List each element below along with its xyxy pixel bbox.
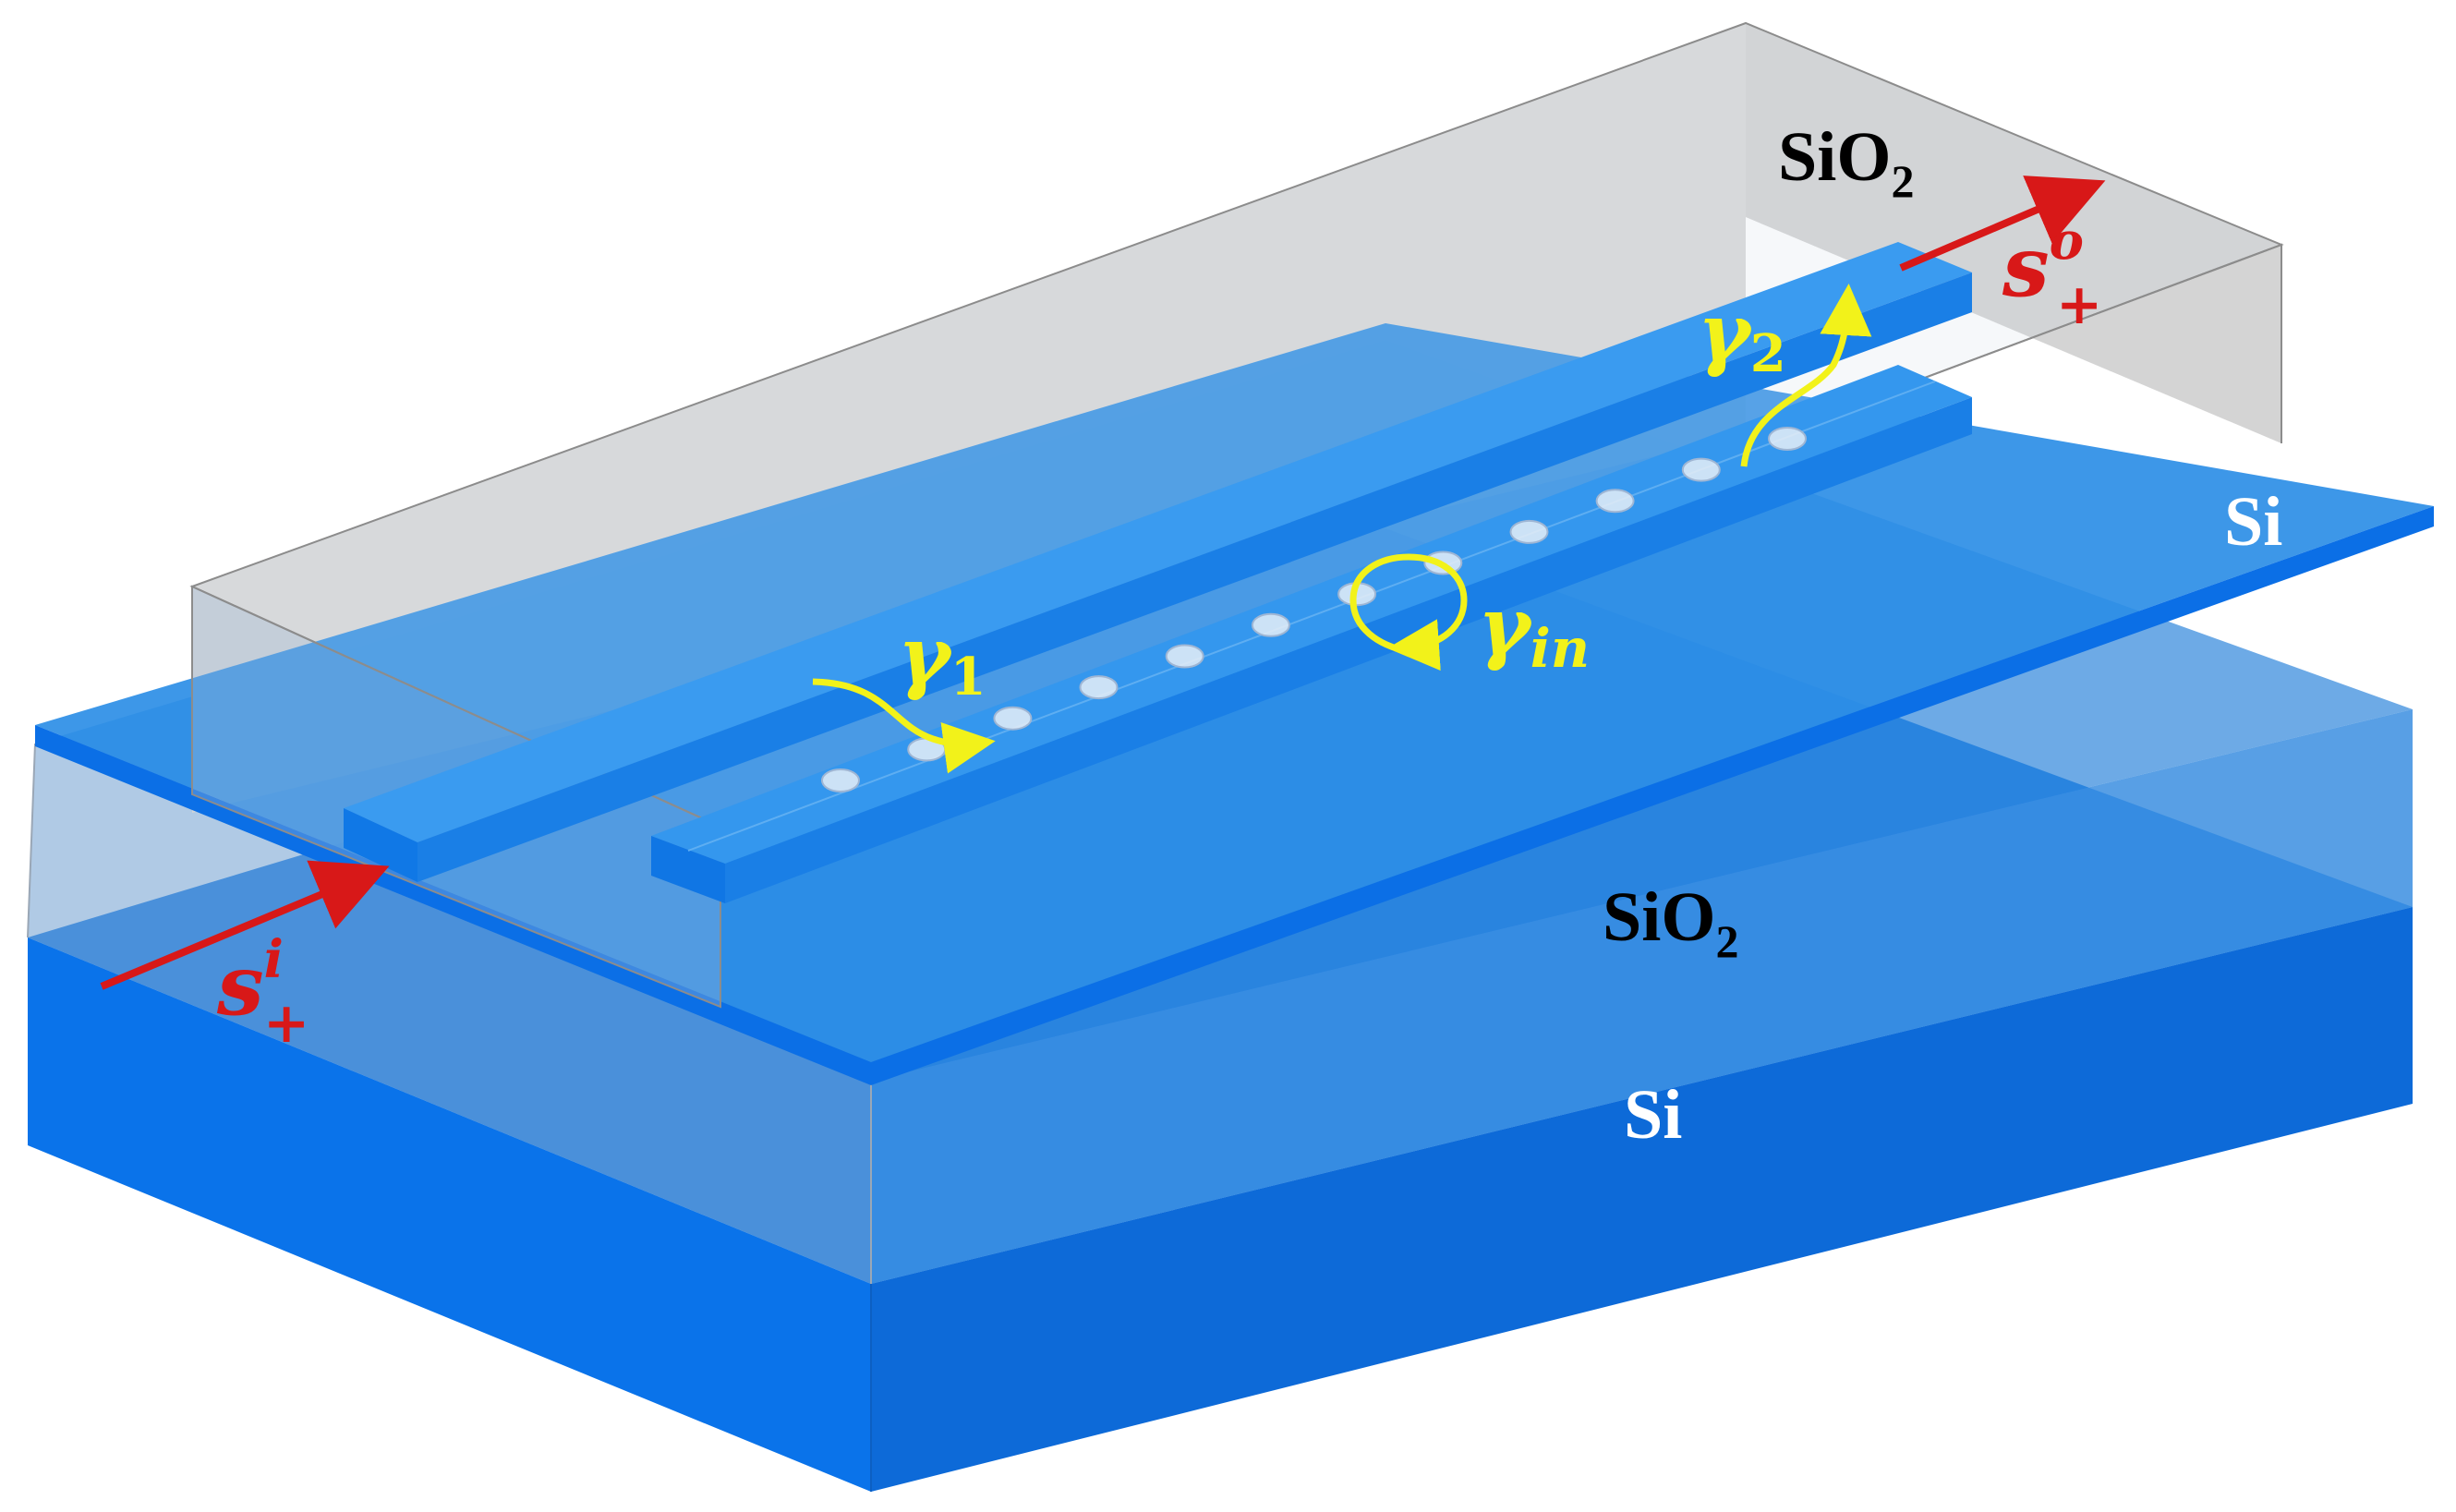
air-hole	[993, 706, 1033, 731]
bus-waveguide	[344, 242, 1972, 882]
sio2-lower-front-face	[28, 744, 871, 1284]
si-slab-side-edge	[871, 506, 2434, 1085]
air-hole	[1079, 675, 1119, 700]
port-arrows	[100, 175, 2106, 990]
air-hole	[1165, 644, 1204, 669]
air-hole	[1595, 489, 1635, 514]
cavity-waveguide-front	[651, 836, 725, 903]
label-s-in: si+	[216, 929, 309, 1056]
air-hole	[1681, 457, 1721, 482]
cavity-waveguide-side	[725, 397, 1972, 903]
label-si-bottom: Si	[1624, 1076, 1682, 1154]
sio2-upper-side-face	[1746, 23, 2281, 443]
air-hole	[1509, 519, 1549, 544]
air-hole	[1251, 612, 1290, 637]
output-port-arrow	[1899, 175, 2106, 272]
gamma1-arrow	[812, 678, 996, 774]
label-si-top: Si	[2224, 483, 2282, 561]
bus-waveguide-top	[344, 242, 1972, 842]
air-hole-array	[821, 427, 1807, 792]
label-sio2-mid: SiO2	[1603, 878, 1739, 967]
air-hole	[1768, 427, 1807, 451]
bus-waveguide-side	[417, 272, 1972, 882]
gamma-in-loop	[1349, 553, 1468, 671]
label-sio2-top: SiO2	[1778, 118, 1915, 207]
si-substrate-side-face	[871, 907, 2413, 1492]
label-s-out: so+	[2002, 211, 2102, 337]
gamma2-arrow	[1740, 284, 1872, 467]
bus-waveguide-front	[344, 808, 417, 882]
label-gamma2: γ2	[1698, 286, 1786, 384]
label-gamma1: γ1	[898, 610, 986, 708]
input-port-arrow	[100, 860, 390, 990]
si-substrate-front-face	[28, 937, 871, 1492]
sio2-lower-side-face	[871, 709, 2413, 1284]
label-gamma-in: γin	[1478, 580, 1590, 680]
air-hole	[821, 768, 860, 792]
decay-arrows	[812, 284, 1872, 774]
